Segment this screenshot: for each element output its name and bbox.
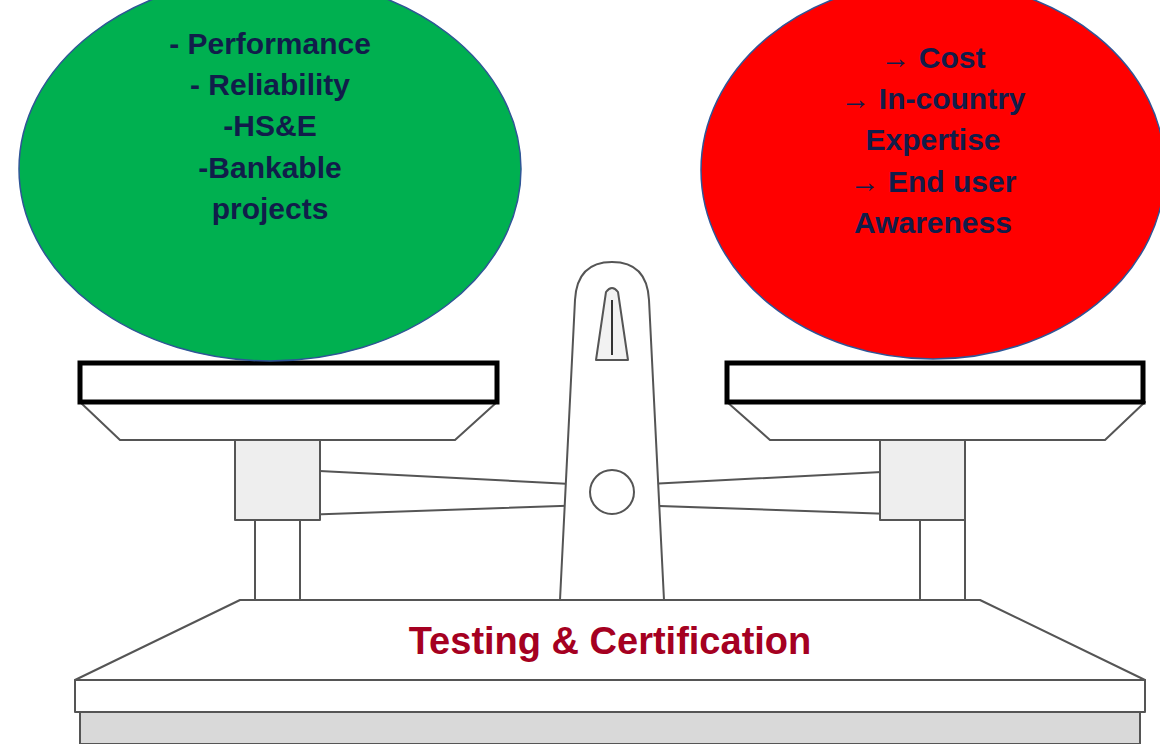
base-label: Testing & Certification <box>409 620 812 663</box>
ellipse-node: → Cost→ In-country Expertise→ End user A… <box>700 0 1160 360</box>
bullet-text: - Reliability <box>190 64 350 105</box>
bullet-text: → End user Awareness <box>813 161 1053 244</box>
text-column: - Performance- Reliability-HS&E-Bankable… <box>145 23 395 230</box>
bullet-text: → Cost <box>881 37 986 78</box>
bullet-text: -Bankable projects <box>145 147 395 230</box>
text-column: → Cost→ In-country Expertise→ End user A… <box>813 37 1053 244</box>
ellipse-node: - Performance- Reliability-HS&E-Bankable… <box>18 0 522 362</box>
bullet-text: - Performance <box>169 23 371 64</box>
bullet-text: -HS&E <box>223 105 316 146</box>
bullet-text: → In-country Expertise <box>813 78 1053 161</box>
